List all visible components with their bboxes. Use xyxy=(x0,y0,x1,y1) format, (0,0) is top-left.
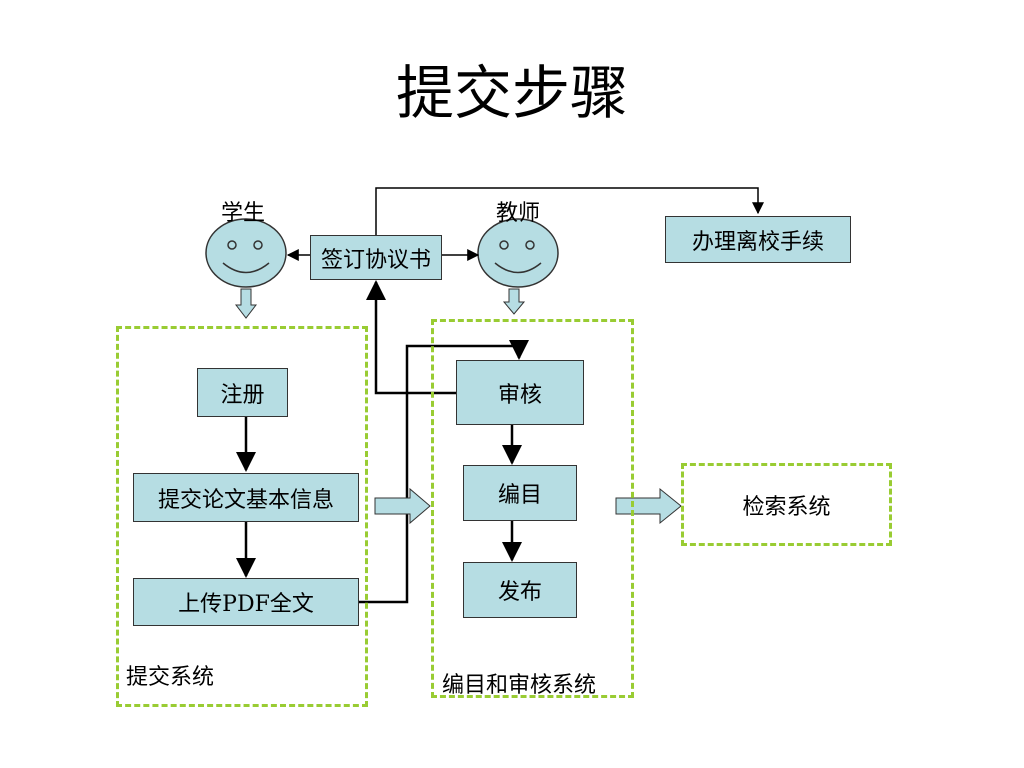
retrieval-system-label: 检索系统 xyxy=(742,494,831,520)
teacher-face-icon xyxy=(477,218,559,288)
student-down-arrow xyxy=(234,288,258,319)
catalog-to-retrieval-arrow xyxy=(615,487,682,525)
retrieval-system-group: 检索系统 xyxy=(681,463,892,546)
agreement-box: 签订协议书 xyxy=(310,235,442,280)
catalog-review-system-label: 编目和审核系统 xyxy=(442,673,597,698)
review-box: 审核 xyxy=(456,360,584,425)
publish-box: 发布 xyxy=(463,562,577,618)
register-box: 注册 xyxy=(197,368,288,417)
submission-system-label: 提交系统 xyxy=(126,665,215,690)
teacher-label: 教师 xyxy=(496,201,541,226)
submission-system-group xyxy=(116,326,368,707)
submission-to-catalog-arrow xyxy=(374,487,431,525)
upload-pdf-box: 上传PDF全文 xyxy=(133,578,359,626)
submit-info-box: 提交论文基本信息 xyxy=(133,473,359,522)
teacher-down-arrow xyxy=(502,288,526,315)
student-label: 学生 xyxy=(221,201,266,226)
page-title: 提交步骤 xyxy=(395,59,628,127)
catalog-box: 编目 xyxy=(463,465,577,521)
student-face-icon xyxy=(205,218,287,288)
catalog-review-system-group xyxy=(431,319,634,698)
leave-school-box: 办理离校手续 xyxy=(665,216,851,263)
